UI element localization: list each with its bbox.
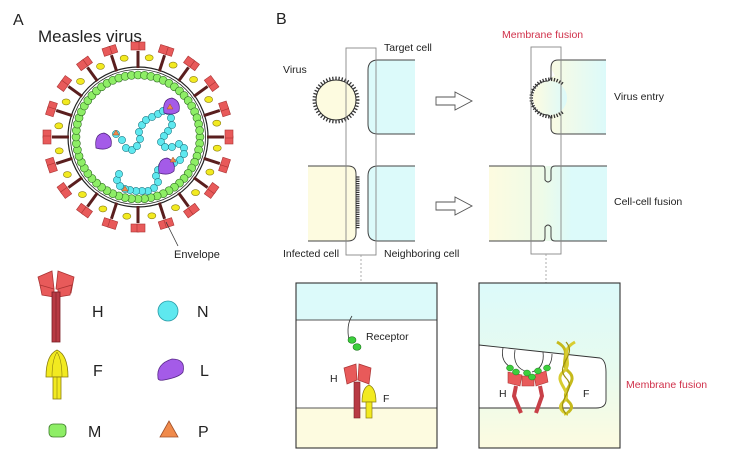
legend-m-icon — [48, 423, 67, 438]
infected-cell-spikes — [356, 176, 360, 229]
fused-cells — [489, 166, 607, 241]
virus-entry-fused — [543, 60, 606, 134]
detail-right-f-label: F — [583, 388, 589, 400]
target-cell — [368, 60, 415, 134]
after-cell-cell-fusion: Cell-cell fusion — [489, 165, 682, 242]
h-protein-icon — [343, 363, 372, 419]
panel-b-letter: B — [276, 11, 287, 28]
detail-left-h-label: H — [330, 373, 338, 385]
detail-after: H F — [478, 282, 621, 449]
p-protein — [169, 156, 177, 163]
detail-right-h-label: H — [499, 388, 507, 400]
after-virus-entry: Virus entry — [529, 59, 665, 135]
legend-p-label: P — [198, 424, 209, 441]
receptor-label: Receptor — [366, 331, 409, 343]
receptor-icon — [347, 336, 357, 344]
legend-p-icon — [159, 420, 179, 438]
panel-a-title: Measles virus — [38, 27, 142, 46]
virion — [42, 41, 234, 233]
panel-b: B Virus Target cell Infected cell Neighb… — [276, 11, 707, 449]
matrix-layer — [71, 70, 205, 204]
envelope-label: Envelope — [174, 249, 220, 261]
legend-f-icon — [45, 349, 69, 400]
legend-l-icon — [157, 358, 184, 381]
legend-f-label: F — [93, 363, 103, 380]
membrane-fusion-caption: Membrane fusion — [626, 379, 707, 391]
legend-n-label: N — [197, 304, 209, 321]
detail-before-frame — [295, 282, 438, 449]
l-protein — [95, 132, 112, 150]
membrane-fusion-title: Membrane fusion — [502, 29, 583, 41]
p-protein — [166, 103, 174, 110]
before-virus-entry: Virus Target cell — [283, 42, 432, 135]
detail-after-frame — [478, 282, 621, 449]
receptor-h-complex — [502, 347, 553, 414]
neighboring-cell-label: Neighboring cell — [384, 248, 459, 260]
detail-left-f-label: F — [383, 393, 389, 405]
virus-particle — [315, 79, 357, 121]
detail-before: Receptor H F — [295, 282, 438, 449]
infected-cell — [308, 166, 356, 241]
envelope-pointer — [165, 221, 179, 247]
f-protein-icon — [361, 384, 377, 419]
legend-l-label: L — [200, 363, 209, 380]
cell-cell-fusion-label: Cell-cell fusion — [614, 196, 682, 208]
p-protein — [112, 129, 120, 136]
legend-h-icon — [37, 270, 75, 343]
arrow-right-icon — [435, 91, 473, 111]
f-protein-bundle — [556, 340, 576, 416]
legend-n-icon — [157, 300, 179, 322]
target-cell-label: Target cell — [384, 42, 432, 54]
before-cell-cell: Infected cell Neighboring cell — [283, 165, 459, 260]
legend-h-label: H — [92, 304, 104, 321]
legend: H N F L M P — [37, 270, 209, 441]
panel-a: A Measles virus Envelope H N — [13, 12, 234, 441]
virus-entry-label: Virus entry — [614, 91, 665, 103]
fusing-virus-spikes — [529, 77, 564, 119]
glycoprotein-spikes — [42, 41, 234, 233]
arrow-right-icon — [435, 196, 473, 216]
neighboring-cell — [368, 166, 415, 241]
virus-spikes — [312, 76, 360, 124]
fusing-virus — [533, 81, 567, 115]
p-protein — [121, 185, 129, 192]
panel-a-letter: A — [13, 12, 24, 29]
virus-label: Virus — [283, 64, 307, 76]
infected-cell-label: Infected cell — [283, 248, 339, 260]
legend-m-label: M — [88, 424, 101, 441]
